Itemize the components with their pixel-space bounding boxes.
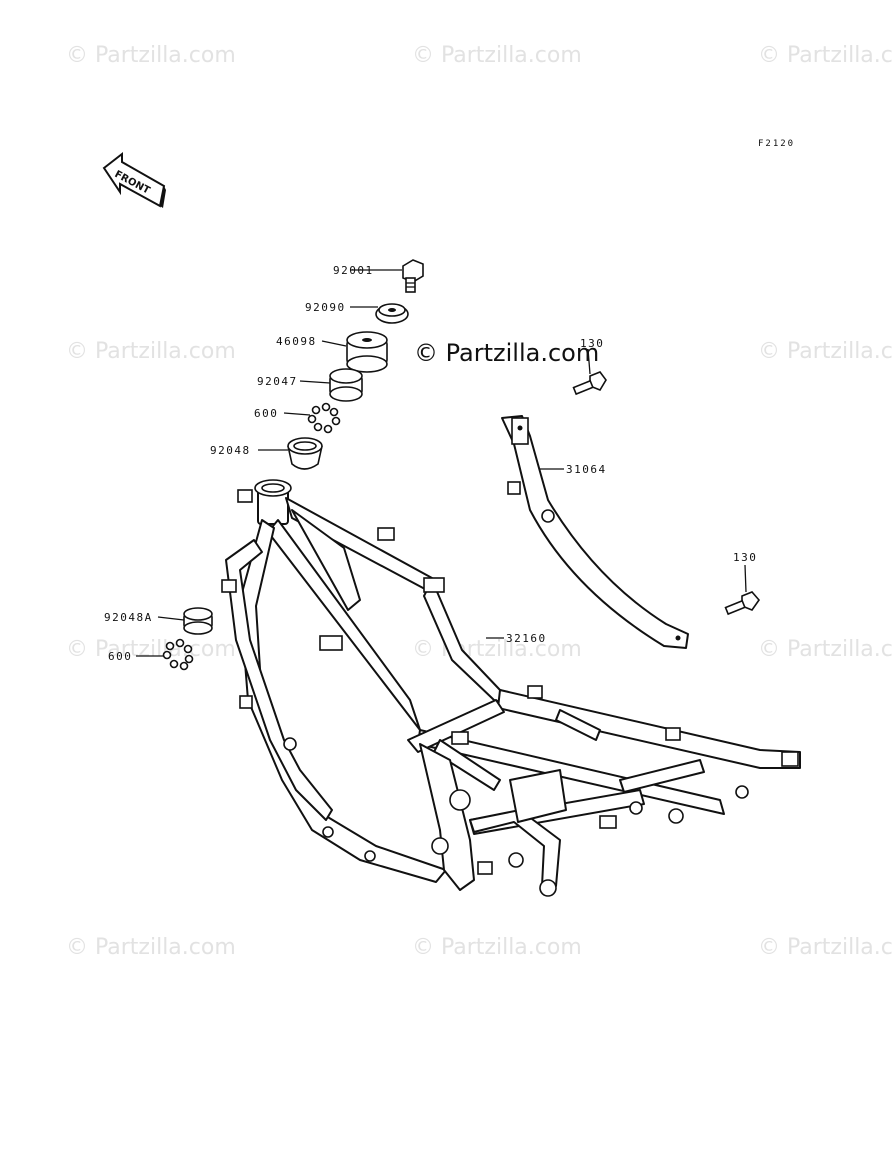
watermark: © Partzilla.com [66, 339, 236, 364]
collar-icon [375, 303, 409, 324]
part-label-130[interactable]: 130 [733, 551, 757, 564]
front-arrow-icon: FRONT [102, 151, 166, 208]
watermark: © Partzilla.com [66, 43, 236, 68]
part-labels: 92001 92090 46098 92047 600 92048 130 31… [104, 264, 757, 663]
watermark: © Partzilla.com [412, 43, 582, 68]
race-cup-icon [287, 437, 323, 470]
bushing-icon [329, 368, 363, 402]
part-label-130[interactable]: 130 [580, 337, 604, 350]
main-frame-icon [221, 479, 801, 897]
bolt-icon [572, 371, 607, 396]
bolt-icon [724, 591, 761, 616]
part-label-92048[interactable]: 92048 [210, 444, 251, 457]
part-label-31064[interactable]: 31064 [566, 463, 607, 476]
steel-balls-icon [307, 402, 341, 434]
part-label-46098[interactable]: 46098 [276, 335, 317, 348]
bolt-icon [402, 259, 424, 293]
frame-rail-icon [501, 415, 689, 649]
watermark-center: © Partzilla.com [414, 339, 599, 367]
part-label-92048a[interactable]: 92048A [104, 611, 153, 624]
damper-icon [346, 331, 388, 373]
watermark: © Partzilla.com [412, 637, 582, 662]
watermark: © Partzilla.com [758, 637, 894, 662]
watermark: © Partzilla.com [758, 935, 894, 960]
part-label-92090[interactable]: 92090 [305, 301, 346, 314]
race-ring-icon [183, 607, 213, 635]
part-label-600[interactable]: 600 [254, 407, 278, 420]
part-label-32160[interactable]: 32160 [506, 632, 547, 645]
watermark: © Partzilla.com [758, 339, 894, 364]
part-label-92001[interactable]: 92001 [333, 264, 374, 277]
watermark: © Partzilla.com [412, 935, 582, 960]
diagram-code: F2120 [758, 139, 795, 149]
leader-lines [136, 269, 747, 657]
watermark-layer: © Partzilla.com © Partzilla.com © Partzi… [66, 43, 894, 960]
watermark: © Partzilla.com [758, 43, 894, 68]
steel-balls-icon [162, 638, 194, 671]
watermark: © Partzilla.com [66, 935, 236, 960]
part-label-92047[interactable]: 92047 [257, 375, 298, 388]
watermark: © Partzilla.com [66, 637, 236, 662]
part-label-600[interactable]: 600 [108, 650, 132, 663]
